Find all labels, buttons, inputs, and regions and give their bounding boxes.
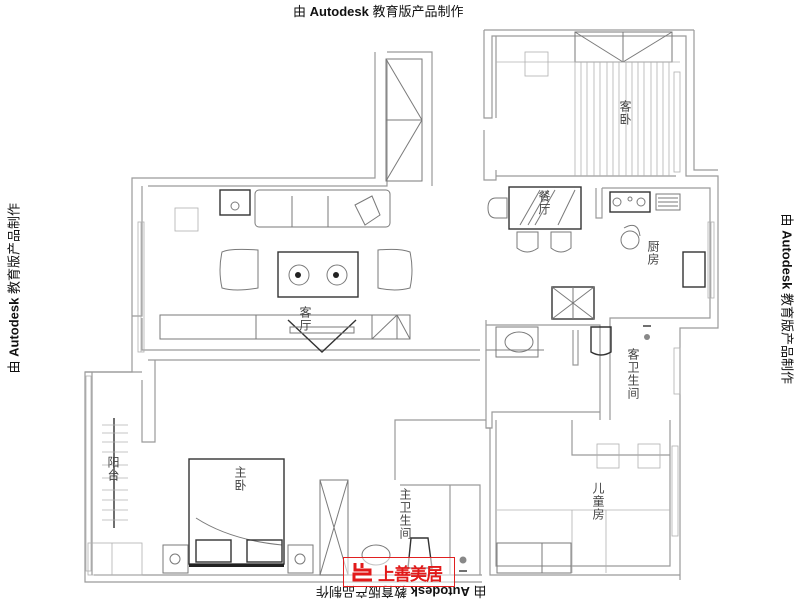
logo-mark-icon xyxy=(352,563,372,582)
guest-bedroom-furniture xyxy=(496,31,680,176)
tall-cabinet xyxy=(385,58,423,182)
room-label-living-room: 客厅 xyxy=(298,306,312,332)
watermark-left: 由 Autodesk 教育版产品制作 xyxy=(4,203,23,374)
room-label-kitchen: 厨房 xyxy=(646,240,660,266)
logo-text: 上善美居 xyxy=(378,564,443,585)
kitchen-furniture xyxy=(551,191,706,320)
room-label-guest-bathroom: 客卫生间 xyxy=(626,348,640,400)
room-label-balcony: 阳台 xyxy=(106,456,120,482)
watermark-prefix: 由 xyxy=(469,584,487,599)
watermark-suffix: 教育版产品制作 xyxy=(6,203,22,298)
watermark-brand: Autodesk xyxy=(6,297,22,357)
watermark-prefix: 由 xyxy=(293,4,310,19)
watermark-prefix: 由 xyxy=(6,356,22,374)
master-bed xyxy=(162,458,349,576)
watermark-right: 由 Autodesk 教育版产品制作 xyxy=(779,213,798,384)
room-label-master-bedroom: 主卧 xyxy=(233,466,247,492)
brand-logo: 上善美居 xyxy=(343,557,455,587)
living-room-furniture xyxy=(159,189,413,353)
watermark-brand: Autodesk xyxy=(779,230,795,290)
walls xyxy=(84,29,719,583)
watermark-top: 由 Autodesk 教育版产品制作 xyxy=(293,1,463,20)
watermark-suffix: 教育版产品制作 xyxy=(779,289,795,384)
kids-room-furniture xyxy=(496,443,670,574)
room-label-master-bathroom: 主卫生间 xyxy=(398,488,412,540)
room-label-dining: 餐厅 xyxy=(537,190,551,216)
room-label-guest-bedroom: 客卧 xyxy=(618,100,632,126)
guest-bath-fixtures xyxy=(495,325,651,358)
watermark-prefix: 由 xyxy=(779,213,795,231)
room-label-kids-room: 儿童房 xyxy=(591,482,605,521)
windows xyxy=(85,71,715,572)
watermark-suffix: 教育版产品制作 xyxy=(368,4,464,19)
balcony-rack xyxy=(87,418,143,576)
dining-furniture xyxy=(487,186,582,253)
watermark-brand: Autodesk xyxy=(309,4,369,19)
